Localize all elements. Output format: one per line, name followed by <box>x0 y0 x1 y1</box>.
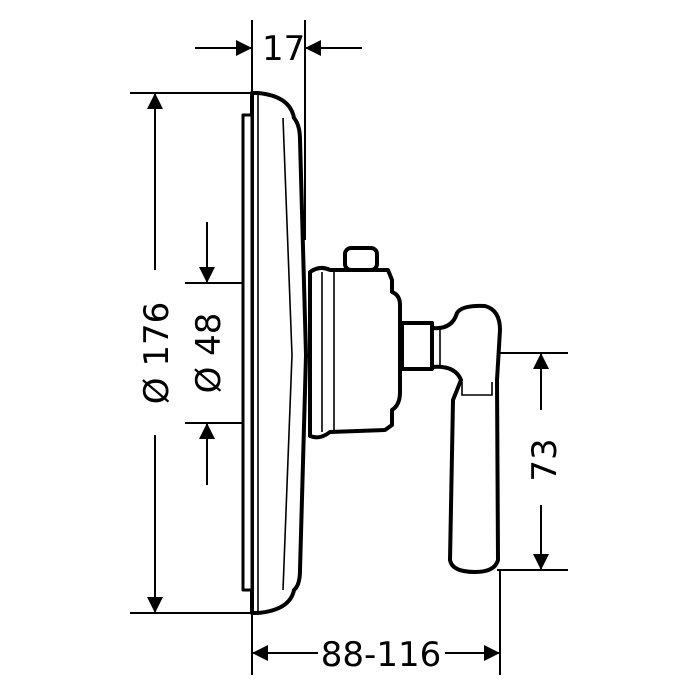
escutcheon-plate <box>250 91 308 615</box>
dimension-depth: 17 <box>195 20 362 240</box>
valve-body <box>308 265 402 440</box>
lever-handle <box>430 303 502 574</box>
knob <box>343 246 379 272</box>
dimension-inner-diameter: Ø 48 <box>185 222 243 485</box>
dimension-lever-length: 73 <box>497 352 568 571</box>
dimension-projection: 88-116 <box>251 570 501 675</box>
plate-diameter-label: Ø 176 <box>137 302 177 404</box>
dimension-plate-diameter: Ø 176 <box>130 92 252 614</box>
projection-label: 88-116 <box>321 635 441 675</box>
stem <box>400 321 434 371</box>
plate-back-edge <box>241 113 254 592</box>
valve-trim-drawing <box>241 91 502 615</box>
lever-length-label: 73 <box>525 438 565 481</box>
inner-diameter-label: Ø 48 <box>189 313 229 394</box>
depth-label: 17 <box>262 29 305 69</box>
